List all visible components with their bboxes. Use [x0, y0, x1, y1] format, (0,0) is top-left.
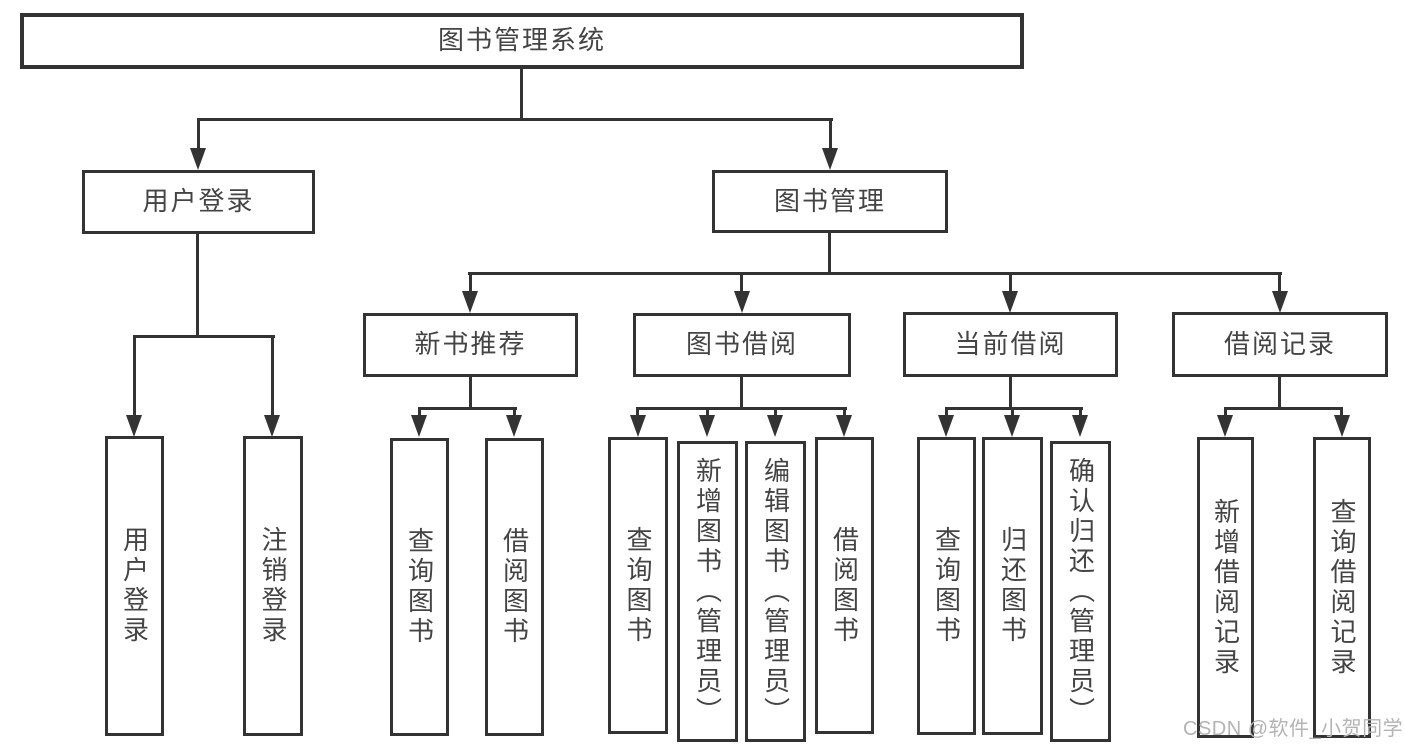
leaf-br-add-record: 新增借阅记录	[1197, 437, 1254, 738]
arrowhead-down	[699, 415, 715, 437]
leaf-label: 注销登录	[258, 526, 288, 646]
connector-line	[468, 272, 1282, 275]
connector-line	[1278, 375, 1281, 409]
connector-line	[829, 120, 832, 150]
arrowhead-down	[1002, 291, 1018, 313]
leaf-cb-confirm-return-admin: 确认归还（管理员）	[1050, 441, 1111, 742]
connector-line	[197, 118, 833, 121]
node-label: 用户登录	[142, 186, 255, 217]
node-label: 图书借阅	[685, 329, 798, 360]
arrowhead-down	[264, 415, 280, 437]
leaf-label: 新增图书（管理员）	[692, 456, 723, 727]
connector-line	[418, 409, 421, 417]
connector-line	[133, 335, 275, 338]
leaf-cb-query-books: 查询图书	[917, 437, 976, 735]
leaf-bb-borrow-books: 借阅图书	[815, 437, 874, 734]
connector-line	[469, 375, 472, 409]
connector-line	[636, 409, 639, 417]
node-borrowing-records: 借阅记录	[1172, 312, 1388, 377]
connector-line	[469, 274, 472, 293]
connector-line	[520, 66, 523, 120]
arrowhead-down	[1004, 415, 1020, 437]
leaf-label: 查询图书	[404, 527, 435, 647]
connector-line	[1340, 409, 1343, 417]
arrowhead-down	[190, 148, 206, 170]
arrowhead-down	[630, 415, 646, 437]
connector-line	[133, 337, 136, 417]
arrowhead-down	[1217, 415, 1233, 437]
leaf-bb-edit-books-admin: 编辑图书（管理员）	[745, 441, 806, 742]
node-label: 图书管理	[773, 185, 886, 216]
node-book-management: 图书管理	[712, 170, 948, 233]
arrowhead-down	[1334, 415, 1350, 437]
connector-line	[1079, 409, 1082, 417]
connector-line	[706, 409, 709, 417]
node-label: 借阅记录	[1223, 328, 1336, 359]
node-user-login: 用户登录	[82, 170, 315, 234]
leaf-label: 借阅图书	[829, 525, 860, 646]
connector-line	[1009, 274, 1012, 293]
node-label: 当前借阅	[954, 328, 1067, 359]
arrowhead-down	[126, 415, 142, 437]
connector-line	[271, 337, 274, 417]
csdn-watermark: CSDN @软件_小贺同学	[1183, 718, 1404, 740]
connector-line	[1224, 409, 1227, 417]
leaf-label: 编辑图书（管理员）	[760, 456, 791, 727]
node-root-label: 图书管理系统	[437, 25, 606, 56]
connector-line	[945, 409, 948, 417]
arrowhead-down	[411, 415, 427, 437]
leaf-label: 查询图书	[623, 525, 653, 646]
leaf-label: 用户登录	[119, 526, 150, 646]
arrowhead-down	[938, 415, 954, 437]
connector-line	[197, 120, 200, 150]
connector-line	[1011, 409, 1014, 417]
leaf-nbr-query-books: 查询图书	[390, 438, 449, 736]
connector-line	[843, 409, 846, 417]
connector-line	[1009, 375, 1012, 409]
leaf-label: 归还图书	[997, 526, 1028, 646]
arrowhead-down	[506, 415, 522, 437]
connector-line	[513, 409, 516, 417]
connector-line	[945, 407, 1083, 410]
leaf-user-login: 用户登录	[105, 436, 164, 736]
arrowhead-down	[734, 291, 750, 313]
connector-line	[1278, 274, 1281, 293]
connector-line	[740, 375, 743, 409]
leaf-cb-return-books: 归还图书	[982, 437, 1043, 735]
node-root-system: 图书管理系统	[20, 13, 1024, 69]
arrowhead-down	[1272, 291, 1288, 313]
leaf-label: 新增借阅记录	[1210, 497, 1241, 678]
connector-line	[740, 274, 743, 293]
leaf-label: 查询借阅记录	[1327, 497, 1357, 678]
arrowhead-down	[767, 415, 783, 437]
connector-line	[418, 407, 517, 410]
leaf-bb-add-books-admin: 新增图书（管理员）	[677, 441, 738, 742]
arrowhead-down	[462, 291, 478, 313]
connector-line	[774, 409, 777, 417]
leaf-label: 确认归还（管理员）	[1065, 456, 1096, 727]
connector-line	[636, 407, 847, 410]
leaf-br-query-record: 查询借阅记录	[1313, 437, 1371, 738]
arrowhead-down	[836, 415, 852, 437]
connector-line	[196, 231, 199, 337]
leaf-bb-query-books: 查询图书	[608, 437, 668, 734]
leaf-label: 借阅图书	[499, 527, 530, 647]
node-new-book-recommend: 新书推荐	[363, 313, 578, 377]
connector-line	[1224, 407, 1343, 410]
connector-line	[828, 230, 831, 275]
leaf-logout: 注销登录	[243, 436, 303, 736]
node-book-borrowing: 图书借阅	[633, 313, 851, 377]
leaf-nbr-borrow-books: 借阅图书	[485, 438, 544, 736]
node-label: 新书推荐	[414, 329, 527, 360]
arrowhead-down	[1072, 415, 1088, 437]
leaf-label: 查询图书	[931, 526, 962, 646]
arrowhead-down	[822, 148, 838, 170]
node-current-borrowing: 当前借阅	[903, 312, 1118, 377]
